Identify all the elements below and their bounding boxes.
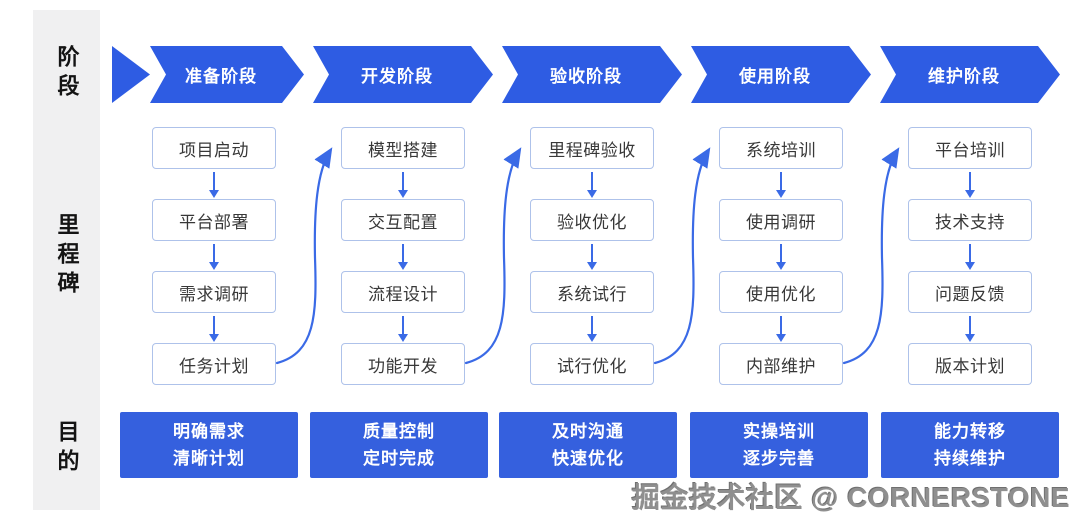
- purpose-line: 逐步完善: [743, 449, 815, 468]
- purpose-line: 明确需求: [173, 422, 245, 441]
- down-arrow-icon: [398, 172, 408, 198]
- phase-banner-prepare: 准备阶段: [150, 46, 304, 103]
- milestone-box: 内部维护: [719, 343, 843, 385]
- milestone-box: 流程设计: [341, 271, 465, 313]
- purpose-box: 实操培训 逐步完善: [690, 412, 868, 478]
- milestone-box: 系统试行: [530, 271, 654, 313]
- row-label-milestone: 里程碑: [54, 213, 80, 300]
- purpose-line: 清晰计划: [173, 449, 245, 468]
- down-arrow-icon: [776, 172, 786, 198]
- down-arrow-icon: [209, 244, 219, 270]
- milestone-box: 版本计划: [908, 343, 1032, 385]
- phase-banner-maintain: 维护阶段: [880, 46, 1060, 103]
- phase-banner-develop: 开发阶段: [313, 46, 493, 103]
- row-label-purpose: 目的: [54, 420, 80, 478]
- milestone-box: 验收优化: [530, 199, 654, 241]
- connector-4-5: [842, 147, 900, 365]
- connector-2-3: [464, 147, 522, 365]
- down-arrow-icon: [965, 316, 975, 342]
- milestone-box: 问题反馈: [908, 271, 1032, 313]
- row-label-phase: 阶段: [54, 45, 80, 103]
- down-arrow-icon: [209, 316, 219, 342]
- purpose-line: 及时沟通: [552, 422, 624, 441]
- milestone-box: 里程碑验收: [530, 127, 654, 169]
- milestone-box: 平台部署: [152, 199, 276, 241]
- milestone-box: 技术支持: [908, 199, 1032, 241]
- milestone-box: 使用优化: [719, 271, 843, 313]
- row-label-strip: 阶段 里程碑 目的: [33, 10, 100, 510]
- down-arrow-icon: [398, 316, 408, 342]
- milestone-box: 交互配置: [341, 199, 465, 241]
- down-arrow-icon: [587, 172, 597, 198]
- purpose-line: 能力转移: [934, 422, 1006, 441]
- milestone-box: 模型搭建: [341, 127, 465, 169]
- purpose-box: 质量控制 定时完成: [310, 412, 488, 478]
- phase-banner-accept: 验收阶段: [502, 46, 682, 103]
- purpose-box: 明确需求 清晰计划: [120, 412, 298, 478]
- watermark-credit: 掘金技术社区 @ CORNERSTONE: [631, 482, 1070, 513]
- purpose-box: 及时沟通 快速优化: [499, 412, 677, 478]
- milestone-box: 试行优化: [530, 343, 654, 385]
- connector-1-2: [275, 147, 333, 365]
- milestone-box: 任务计划: [152, 343, 276, 385]
- milestone-box: 平台培训: [908, 127, 1032, 169]
- purpose-line: 快速优化: [552, 449, 624, 468]
- purpose-box: 能力转移 持续维护: [881, 412, 1059, 478]
- flow-start-triangle-icon: [112, 46, 150, 103]
- down-arrow-icon: [587, 244, 597, 270]
- milestone-box: 系统培训: [719, 127, 843, 169]
- connector-3-4: [653, 147, 711, 365]
- phase-banner-use: 使用阶段: [691, 46, 871, 103]
- purpose-line: 持续维护: [934, 449, 1006, 468]
- down-arrow-icon: [398, 244, 408, 270]
- down-arrow-icon: [587, 316, 597, 342]
- milestone-box: 需求调研: [152, 271, 276, 313]
- purpose-line: 质量控制: [363, 422, 435, 441]
- down-arrow-icon: [209, 172, 219, 198]
- down-arrow-icon: [776, 244, 786, 270]
- milestone-box: 使用调研: [719, 199, 843, 241]
- down-arrow-icon: [965, 244, 975, 270]
- down-arrow-icon: [776, 316, 786, 342]
- purpose-line: 定时完成: [363, 449, 435, 468]
- down-arrow-icon: [965, 172, 975, 198]
- milestone-box: 功能开发: [341, 343, 465, 385]
- milestone-box: 项目启动: [152, 127, 276, 169]
- purpose-line: 实操培训: [743, 422, 815, 441]
